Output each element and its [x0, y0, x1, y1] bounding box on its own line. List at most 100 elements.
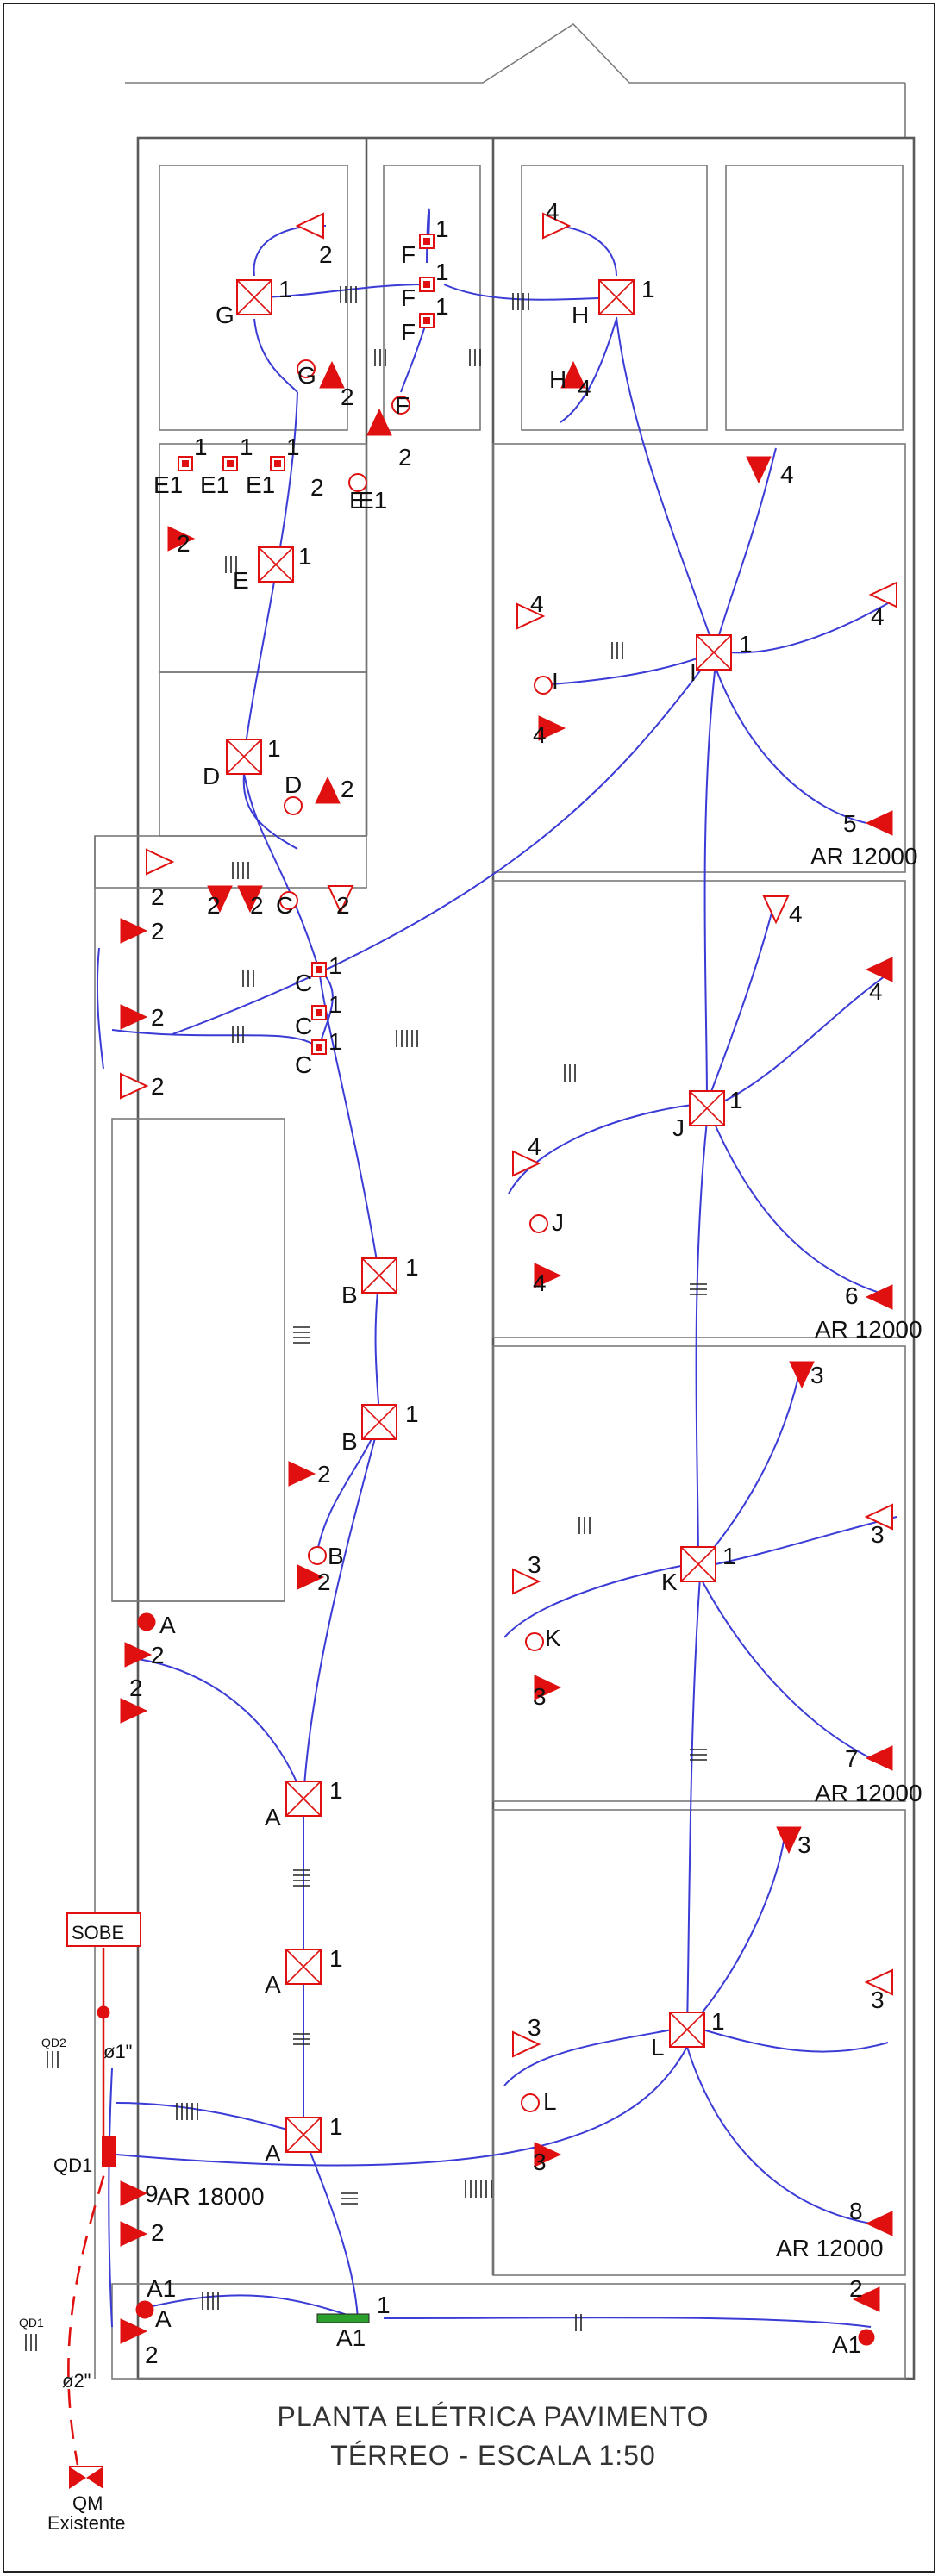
svg-text:A1: A1 [336, 2324, 366, 2351]
lamp-H [598, 279, 635, 315]
svg-text:4: 4 [578, 375, 591, 402]
svg-text:1: 1 [641, 276, 655, 303]
svg-text:C: C [295, 1013, 312, 1039]
switch-A1 [316, 2313, 370, 2323]
outlets [120, 213, 897, 2344]
svg-text:J: J [552, 1209, 564, 1236]
svg-text:B: B [341, 1428, 358, 1455]
switch-E1-c [270, 456, 285, 471]
svg-text:3: 3 [528, 1551, 541, 1578]
svg-text:C: C [295, 1051, 312, 1078]
svg-text:8: 8 [849, 2198, 863, 2224]
svg-text:E1: E1 [153, 471, 183, 498]
svg-text:1: 1 [329, 1777, 343, 1804]
svg-text:2: 2 [151, 1004, 165, 1031]
svg-text:3: 3 [533, 1683, 547, 1710]
svg-text:3: 3 [871, 1521, 885, 1548]
site-boundary [3, 3, 935, 2573]
switch-F1 [419, 234, 435, 249]
svg-text:1: 1 [435, 293, 449, 320]
svg-text:4: 4 [789, 901, 803, 927]
qd1-small-label: QD1 [19, 2316, 44, 2330]
wall-lights [97, 359, 875, 2346]
lamp-B-upper [361, 1257, 397, 1294]
svg-text:1: 1 [435, 215, 449, 242]
switch-C1 [311, 962, 327, 977]
svg-text:6: 6 [845, 1282, 859, 1309]
svg-text:2: 2 [398, 444, 412, 471]
switch-F2 [419, 277, 435, 292]
svg-text:1: 1 [435, 259, 449, 285]
svg-text:A1: A1 [147, 2275, 176, 2302]
svg-text:E: E [349, 487, 366, 514]
svg-text:3: 3 [797, 1831, 811, 1858]
svg-text:4: 4 [546, 198, 560, 225]
svg-text:4: 4 [780, 461, 794, 488]
sobe-box [66, 1912, 141, 1947]
lamp-B-lower [361, 1404, 397, 1440]
sobe-label: SOBE [72, 1922, 124, 1943]
svg-text:1: 1 [194, 433, 208, 460]
svg-text:F: F [401, 284, 416, 311]
plan-title: PLANTA ELÉTRICA PAVIMENTO TÉRREO - ESCAL… [278, 2401, 709, 2471]
switch-C2 [311, 1005, 327, 1020]
feeder-conduit [67, 1948, 114, 2466]
svg-text:4: 4 [528, 1133, 541, 1160]
svg-text:F: F [401, 241, 416, 268]
svg-text:K: K [545, 1625, 561, 1651]
svg-text:1: 1 [286, 433, 300, 460]
conduit-2-label: ø2" [62, 2370, 91, 2392]
svg-text:H: H [572, 302, 589, 328]
qm-symbol [69, 2466, 103, 2489]
svg-text:2: 2 [151, 918, 165, 945]
svg-text:4: 4 [533, 1269, 547, 1296]
svg-text:4: 4 [871, 603, 885, 630]
svg-text:E1: E1 [200, 471, 229, 498]
svg-text:2: 2 [151, 2219, 165, 2246]
svg-text:1: 1 [328, 991, 342, 1018]
svg-text:2: 2 [319, 241, 333, 268]
switch-E1-a [178, 456, 193, 471]
svg-text:2: 2 [151, 1642, 165, 1668]
svg-text:G: G [216, 302, 234, 328]
qd2-label: QD2 [41, 2036, 66, 2049]
svg-text:F: F [395, 392, 410, 419]
svg-text:L: L [543, 2088, 557, 2115]
svg-text:I: I [552, 668, 559, 695]
device-labels: G1 H1 E1 D1 I1 J1 B1 B1 K1 A1 A1 A1 L1 F… [129, 198, 922, 2368]
svg-text:9: 9 [145, 2180, 159, 2207]
svg-text:3: 3 [533, 2149, 547, 2175]
qd1-panel [102, 2136, 116, 2167]
lamp-I [696, 634, 732, 671]
svg-text:1: 1 [405, 1254, 419, 1281]
lamp-A-upper [285, 1781, 322, 1817]
svg-text:1: 1 [267, 735, 281, 762]
svg-text:2: 2 [145, 2342, 159, 2368]
ac-label-8: AR 12000 [776, 2235, 884, 2261]
svg-text:E1: E1 [358, 487, 387, 514]
svg-text:C: C [276, 892, 293, 919]
svg-text:1: 1 [278, 276, 292, 303]
title-line-2: TÉRREO - ESCALA 1:50 [330, 2440, 655, 2471]
svg-text:A: A [265, 2140, 281, 2167]
svg-text:1: 1 [711, 2008, 725, 2035]
svg-text:D: D [203, 763, 220, 789]
svg-text:1: 1 [328, 952, 342, 979]
svg-text:F: F [401, 319, 416, 346]
svg-text:A: A [155, 2305, 172, 2332]
switch-E1-b [222, 456, 238, 471]
svg-text:1: 1 [729, 1087, 743, 1113]
svg-text:1: 1 [328, 1028, 342, 1055]
svg-text:E1: E1 [246, 471, 275, 498]
building-walls [94, 136, 916, 2380]
svg-text:5: 5 [843, 810, 857, 837]
svg-text:7: 7 [845, 1745, 859, 1772]
lamp-K [680, 1546, 716, 1582]
svg-text:2: 2 [177, 530, 191, 557]
svg-text:2: 2 [310, 474, 324, 501]
lamp-L [669, 2012, 705, 2048]
svg-text:2: 2 [317, 1569, 331, 1595]
svg-text:3: 3 [810, 1362, 824, 1388]
svg-text:2: 2 [849, 2275, 863, 2302]
